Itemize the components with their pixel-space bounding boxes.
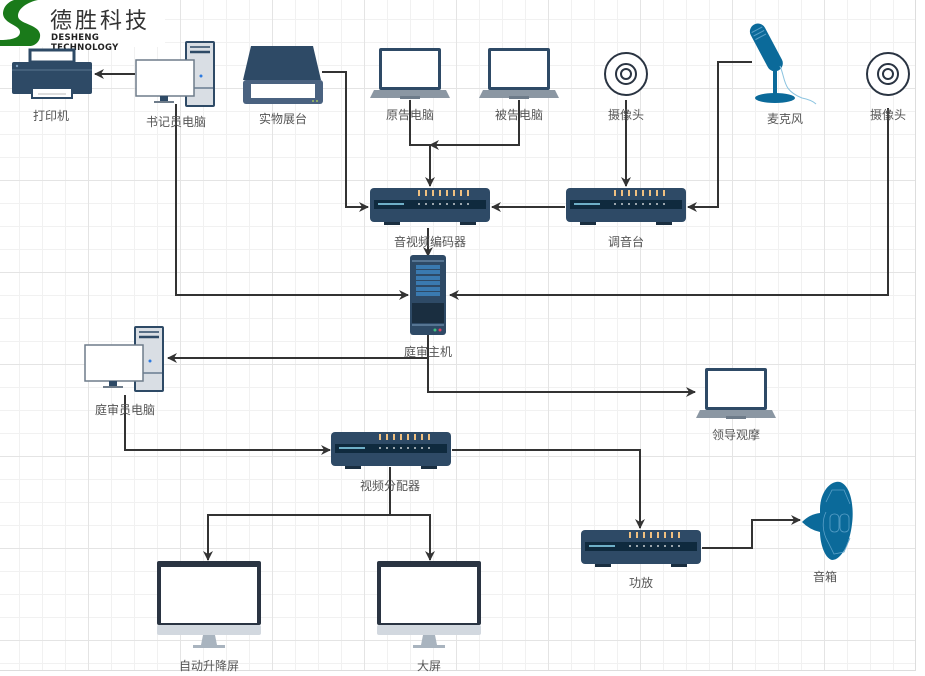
label-judge-pc: 庭审员电脑 xyxy=(94,403,156,417)
network-device-icon[interactable] xyxy=(581,530,701,567)
edge-camera2-to-court-host xyxy=(449,108,889,300)
label-leader-view: 领导观摩 xyxy=(711,428,761,442)
label-big-screen: 大屏 xyxy=(416,659,442,673)
edge-judge-pc-to-video-splitter xyxy=(124,395,331,455)
edge-document-camera-to-av-codec xyxy=(322,71,369,212)
laptop-icon[interactable] xyxy=(479,48,559,99)
label-plaintiff-laptop: 原告电脑 xyxy=(385,108,435,122)
server-tower-icon[interactable] xyxy=(410,255,446,335)
desktop-computer-icon[interactable] xyxy=(135,41,215,107)
network-device-icon[interactable] xyxy=(331,432,451,469)
label-mixer: 调音台 xyxy=(607,235,645,249)
label-lift-screen: 自动升降屏 xyxy=(178,659,240,673)
label-amplifier: 功放 xyxy=(628,576,654,590)
label-camera-2: 摄像头 xyxy=(869,108,907,122)
edge-clerk-pc-to-court-host xyxy=(175,104,409,300)
edge-microphone-to-mixer xyxy=(687,61,752,212)
label-av-codec: 音视频编码器 xyxy=(393,235,467,249)
label-printer: 打印机 xyxy=(32,109,70,123)
camera-icon[interactable] xyxy=(604,52,648,96)
monitor-icon[interactable] xyxy=(157,561,261,648)
laptop-icon[interactable] xyxy=(696,368,776,419)
desktop-computer-icon[interactable] xyxy=(84,326,164,392)
company-logo: 德胜科技 DESHENG TECHNOLOGY xyxy=(0,0,165,53)
camera-icon[interactable] xyxy=(866,52,910,96)
edge-amplifier-to-speaker xyxy=(702,515,801,549)
edge-defendant-laptop-to-av-codec xyxy=(429,100,520,150)
label-clerk-pc: 书记员电脑 xyxy=(145,115,207,129)
label-camera-1: 摄像头 xyxy=(607,108,645,122)
label-court-host: 庭审主机 xyxy=(403,345,453,359)
speaker-icon[interactable] xyxy=(802,481,853,560)
edge-court-host-to-leader-view xyxy=(427,358,696,397)
laptop-icon[interactable] xyxy=(370,48,450,99)
network-device-icon[interactable] xyxy=(370,188,490,225)
printer-icon[interactable] xyxy=(12,48,92,99)
logo-subtitle: DESHENG TECHNOLOGY xyxy=(51,33,119,53)
label-speaker: 音箱 xyxy=(812,570,838,584)
label-video-splitter: 视频分配器 xyxy=(359,479,421,493)
label-document-camera: 实物展台 xyxy=(258,112,308,126)
monitor-icon[interactable] xyxy=(377,561,481,648)
network-device-icon[interactable] xyxy=(566,188,686,225)
edge-plaintiff-laptop-to-av-codec xyxy=(409,100,435,187)
edge-splitter-to-big-screen xyxy=(390,514,435,561)
microphone-icon[interactable] xyxy=(747,21,817,105)
logo-title: 德胜科技 xyxy=(50,9,151,34)
document-camera-icon[interactable] xyxy=(243,46,323,104)
logo-s-mark-icon xyxy=(0,0,41,46)
edge-splitter-to-amplifier xyxy=(452,449,645,529)
label-defendant-laptop: 被告电脑 xyxy=(494,108,544,122)
label-microphone: 麦克风 xyxy=(766,112,804,126)
